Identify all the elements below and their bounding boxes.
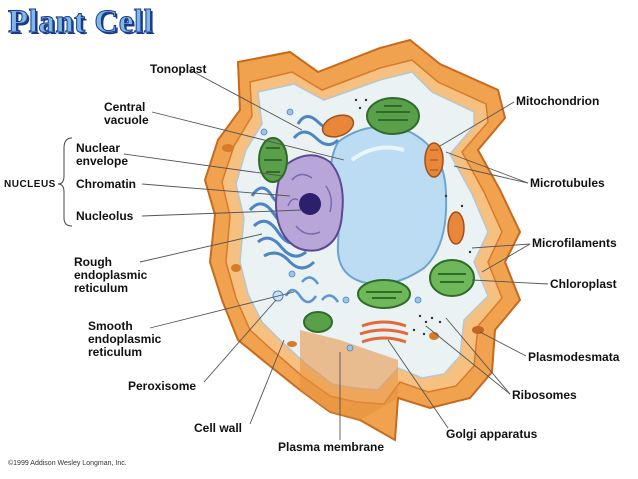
label-cell-wall: Cell wall [194, 421, 243, 435]
copyright-notice: ©1999 Addison Wesley Longman, Inc. [8, 460, 127, 467]
vesicles [260, 108, 422, 352]
nucleus-bracket [57, 137, 73, 227]
plasmodesma-pit [231, 264, 241, 272]
leader-rough-er [139, 233, 263, 263]
label-microtubules: Microtubules [530, 176, 605, 190]
chloroplast [303, 311, 333, 333]
label-peroxisome: Peroxisome [128, 379, 197, 393]
leader-nuclear-envelope [123, 153, 283, 177]
leader-smooth-er [149, 291, 295, 329]
page-title: Plant Cell [7, 4, 154, 41]
chromatin [287, 173, 333, 235]
label-tonoplast: Tonoplast [150, 62, 207, 76]
label-chloroplast: Chloroplast [550, 277, 617, 291]
leader-peroxisome [203, 299, 277, 383]
label-nuclear-envelope: Nuclear envelope [76, 141, 129, 168]
plasmodesma-pit [429, 332, 439, 340]
leader-nucleolus [141, 209, 303, 217]
chloroplast [429, 259, 475, 297]
leader-lines [123, 69, 549, 440]
plasmodesma-pit [472, 326, 484, 334]
label-plasmodesmata: Plasmodesmata [528, 350, 620, 364]
leader-cell-wall [249, 339, 285, 425]
plasmodesma-pit [222, 144, 234, 152]
chloroplast [366, 97, 420, 135]
golgi-apparatus [359, 320, 409, 344]
leader-ribosomes-2 [445, 317, 511, 395]
leader-microfilaments [481, 243, 531, 273]
leader-microtubules-2 [453, 165, 529, 184]
label-plasma-membrane: Plasma membrane [278, 440, 385, 454]
leader-chloroplast [471, 279, 549, 285]
label-nucleus: NUCLEUS [4, 179, 56, 190]
nucleolus [299, 193, 321, 215]
leader-central-vacuole [151, 111, 345, 161]
ribosomes [354, 98, 472, 336]
leader-plasmodesmata [479, 331, 527, 357]
leader-mitochondrion [439, 101, 515, 147]
cell-wall-lower-face [300, 330, 398, 420]
vacuole-highlight [350, 145, 405, 162]
label-microfilaments: Microfilaments [532, 236, 617, 250]
mitochondrion [447, 211, 465, 245]
label-ribosomes: Ribosomes [512, 388, 577, 402]
smooth-er [284, 276, 340, 304]
leader-tonoplast [189, 69, 303, 131]
label-rough-er: Rough endoplasmic reticulum [74, 255, 148, 295]
leader-golgi [387, 339, 449, 429]
leader-ribosomes [425, 325, 511, 395]
label-central-vacuole: Central vacuole [104, 100, 149, 127]
label-chromatin: Chromatin [76, 177, 136, 191]
mitochondrion [424, 142, 444, 178]
chloroplast [357, 279, 411, 309]
label-smooth-er: Smooth endoplasmic reticulum [88, 319, 162, 359]
label-mitochondrion: Mitochondrion [516, 94, 600, 108]
leader-microtubules [445, 151, 529, 184]
leader-chromatin [141, 183, 291, 197]
label-golgi-apparatus: Golgi apparatus [446, 427, 538, 441]
leader-microfilaments-2 [471, 243, 531, 249]
plasmodesma-pit [287, 341, 297, 347]
chloroplast [258, 137, 288, 183]
label-nucleolus: Nucleolus [76, 209, 134, 223]
mitochondrion [321, 114, 355, 138]
